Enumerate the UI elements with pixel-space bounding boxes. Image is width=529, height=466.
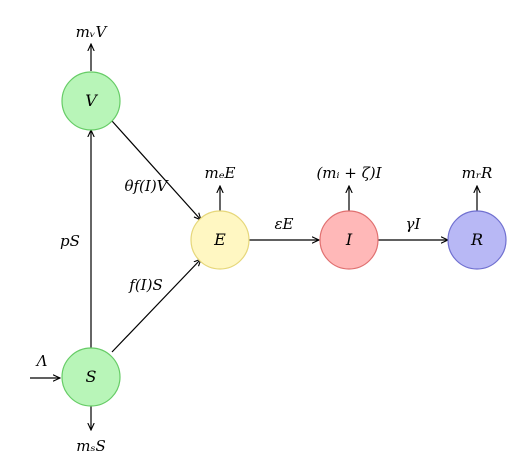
label-lambda: Λ	[35, 352, 48, 370]
node-i: I	[319, 210, 379, 270]
node-r: R	[447, 210, 507, 270]
node-s-label: S	[86, 367, 97, 386]
node-e-label: E	[213, 230, 226, 249]
label-e-out: mₑE	[205, 164, 236, 182]
label-s-to-e: f(I)S	[128, 276, 162, 294]
node-e-circle	[190, 210, 250, 270]
label-v-out: mᵥV	[76, 23, 109, 41]
node-e: E	[190, 210, 250, 270]
label-v-to-e: θf(I)V	[124, 177, 169, 195]
label-i-out: (mᵢ + ζ)I	[316, 164, 382, 182]
node-r-circle	[447, 210, 507, 270]
node-i-label: I	[345, 230, 353, 249]
label-e-to-i: εE	[275, 215, 294, 233]
node-v: V	[61, 71, 121, 131]
label-i-to-r: γI	[406, 215, 422, 233]
label-s-out: mₛS	[76, 437, 106, 455]
arrow-s-to-e	[111, 259, 201, 353]
node-v-label: V	[85, 91, 98, 110]
label-r-out: mᵣR	[462, 164, 493, 182]
node-s-circle	[61, 347, 121, 407]
node-r-label: R	[470, 230, 483, 249]
node-s: S	[61, 347, 121, 407]
label-s-to-v: pS	[60, 232, 80, 250]
node-v-circle	[61, 71, 121, 131]
arrow-v-to-e	[111, 120, 201, 220]
node-i-circle	[319, 210, 379, 270]
